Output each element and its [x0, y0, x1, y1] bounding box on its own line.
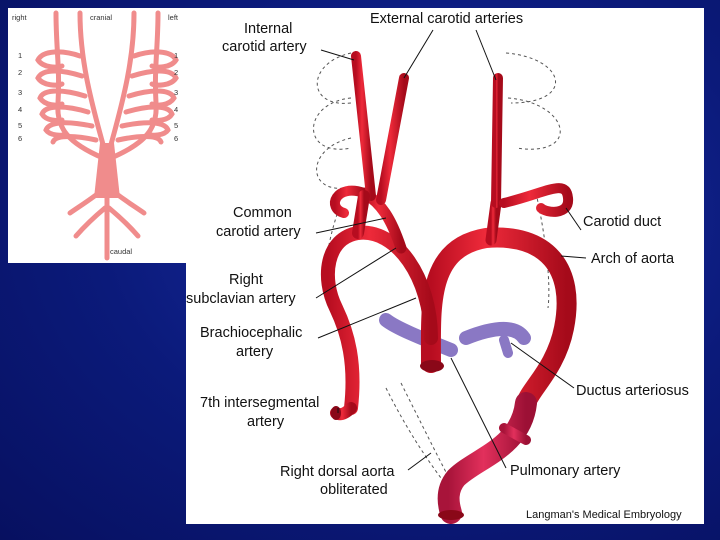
right-arch-2 — [35, 68, 85, 88]
aortic-arch-derivatives-diagram: Internal carotid artery External carotid… — [186, 11, 689, 524]
label-dorsal-aorta-line2: obliterated — [320, 482, 388, 498]
left-arch-number: 3 — [174, 88, 178, 97]
label-right-subclavian-line1: Right — [229, 272, 263, 288]
leader-internal-carotid — [320, 49, 355, 61]
left-carotid-duct-loop — [499, 183, 573, 217]
left-arch-2 — [129, 68, 179, 88]
dashed-right-dorsal-aorta-2 — [400, 382, 449, 477]
label-pulmonary-artery: Pulmonary artery — [510, 463, 621, 479]
leader-arch-of-aorta — [560, 255, 587, 259]
dashed-left-arch-middle — [507, 97, 561, 150]
right-arch-number: 6 — [18, 134, 22, 143]
descending-aorta — [437, 392, 537, 524]
cranial-label: cranial — [90, 13, 112, 22]
vessel-ends — [331, 360, 464, 520]
right-arch-3 — [37, 88, 88, 108]
aortic-root-end — [420, 360, 444, 372]
left-arch-number: 5 — [174, 121, 178, 130]
aortic-arches-schematic-panel: right cranial left caudal 1 2 3 4 5 6 1 … — [8, 8, 186, 263]
leader-carotid-duct — [565, 207, 582, 231]
left-arch-4 — [123, 104, 175, 123]
red-arterial-vessels — [320, 51, 577, 421]
left-external-carotid — [491, 73, 503, 208]
leader-right-subclavian — [315, 247, 397, 299]
right-arch-6 — [50, 134, 99, 145]
dashed-left-arch-upper — [505, 52, 556, 104]
label-internal-carotid-line2: carotid artery — [222, 39, 307, 55]
left-arch-number: 6 — [174, 134, 178, 143]
label-internal-carotid-line1: Internal — [244, 21, 292, 37]
label-carotid-duct: Carotid duct — [583, 214, 661, 230]
right-arch-4 — [39, 104, 91, 123]
label-ductus-arteriosus: Ductus arteriosus — [576, 383, 689, 399]
purple-vessels — [379, 313, 531, 358]
labels: Internal carotid artery External carotid… — [186, 11, 689, 498]
aortic-arch-derivatives-panel: Internal carotid artery External carotid… — [186, 8, 704, 524]
dashed-right-arch-lower — [316, 137, 352, 189]
label-external-carotid: External carotid arteries — [370, 11, 523, 27]
common-carotid-trunk — [352, 190, 370, 239]
label-intersegmental-line2: artery — [247, 414, 285, 430]
left-common-carotid — [485, 197, 502, 246]
leader-dorsal-aorta — [407, 452, 432, 471]
intersegmental-end — [331, 406, 341, 420]
right-arch-number: 1 — [18, 51, 22, 60]
left-arch-numbers: 1 2 3 4 5 6 — [174, 51, 178, 143]
right-internal-carotid — [351, 51, 376, 201]
right-ventral-aorta — [77, 10, 107, 151]
dashed-right-arch-upper — [316, 52, 352, 104]
brachiocephalic-right-subclavian — [320, 225, 438, 415]
right-arch-number: 5 — [18, 121, 22, 130]
leader-external-carotid-left — [475, 29, 497, 81]
side-left-label: left — [168, 13, 179, 22]
descending-aorta-end — [438, 510, 464, 520]
dashed-right-dorsal-aorta-1 — [385, 387, 442, 479]
label-intersegmental-line1: 7th intersegmental — [200, 395, 319, 411]
label-dorsal-aorta-line1: Right dorsal aorta — [280, 464, 395, 480]
right-arch-1 — [35, 49, 83, 70]
dashed-right-arch-middle — [313, 97, 352, 150]
label-arch-of-aorta: Arch of aorta — [591, 251, 675, 267]
right-arch-number: 4 — [18, 105, 22, 114]
right-carotid-loop — [330, 185, 369, 218]
label-brachiocephalic-line1: Brachiocephalic — [200, 325, 302, 341]
right-arch-number: 3 — [18, 88, 22, 97]
aortic-sac — [94, 143, 120, 198]
label-common-carotid-line2: carotid artery — [216, 224, 301, 240]
crimson-vessels — [437, 392, 537, 524]
embryonic-arch-vessels — [35, 10, 179, 261]
segmental-branch-left-2 — [106, 205, 141, 239]
ductus-stub — [499, 335, 513, 358]
leader-brachiocephalic — [317, 297, 417, 339]
right-arch-number: 2 — [18, 68, 22, 77]
left-pulmonary-branch — [459, 322, 531, 345]
source-credit: Langman's Medical Embryology — [526, 509, 682, 521]
right-external-carotid — [376, 73, 409, 205]
right-pulmonary-branch — [379, 313, 458, 357]
leader-ductus-arteriosus — [510, 342, 575, 389]
left-arch-number: 2 — [174, 68, 178, 77]
left-ventral-aorta — [107, 10, 137, 151]
left-arch-1 — [131, 49, 179, 70]
intercostal-branch — [499, 423, 531, 445]
aortic-arches-schematic: right cranial left caudal 1 2 3 4 5 6 1 … — [12, 10, 179, 261]
leader-common-carotid — [315, 217, 387, 234]
left-arch-6 — [115, 134, 164, 145]
leader-external-carotid-right — [403, 29, 434, 79]
right-arch-numbers: 1 2 3 4 5 6 — [18, 51, 22, 143]
left-arch-number: 4 — [174, 105, 178, 114]
label-right-subclavian-line2: subclavian artery — [186, 291, 296, 307]
left-arch-number: 1 — [174, 51, 178, 60]
label-brachiocephalic-line2: artery — [236, 344, 274, 360]
side-right-label: right — [12, 13, 28, 22]
label-common-carotid-line1: Common — [233, 205, 292, 221]
segmental-branch-right-2 — [73, 205, 108, 239]
arch-of-aorta — [420, 227, 577, 413]
left-arch-3 — [126, 88, 177, 108]
caudal-label: caudal — [110, 247, 132, 256]
leader-lines — [315, 29, 587, 471]
leader-pulmonary-artery — [450, 357, 507, 469]
